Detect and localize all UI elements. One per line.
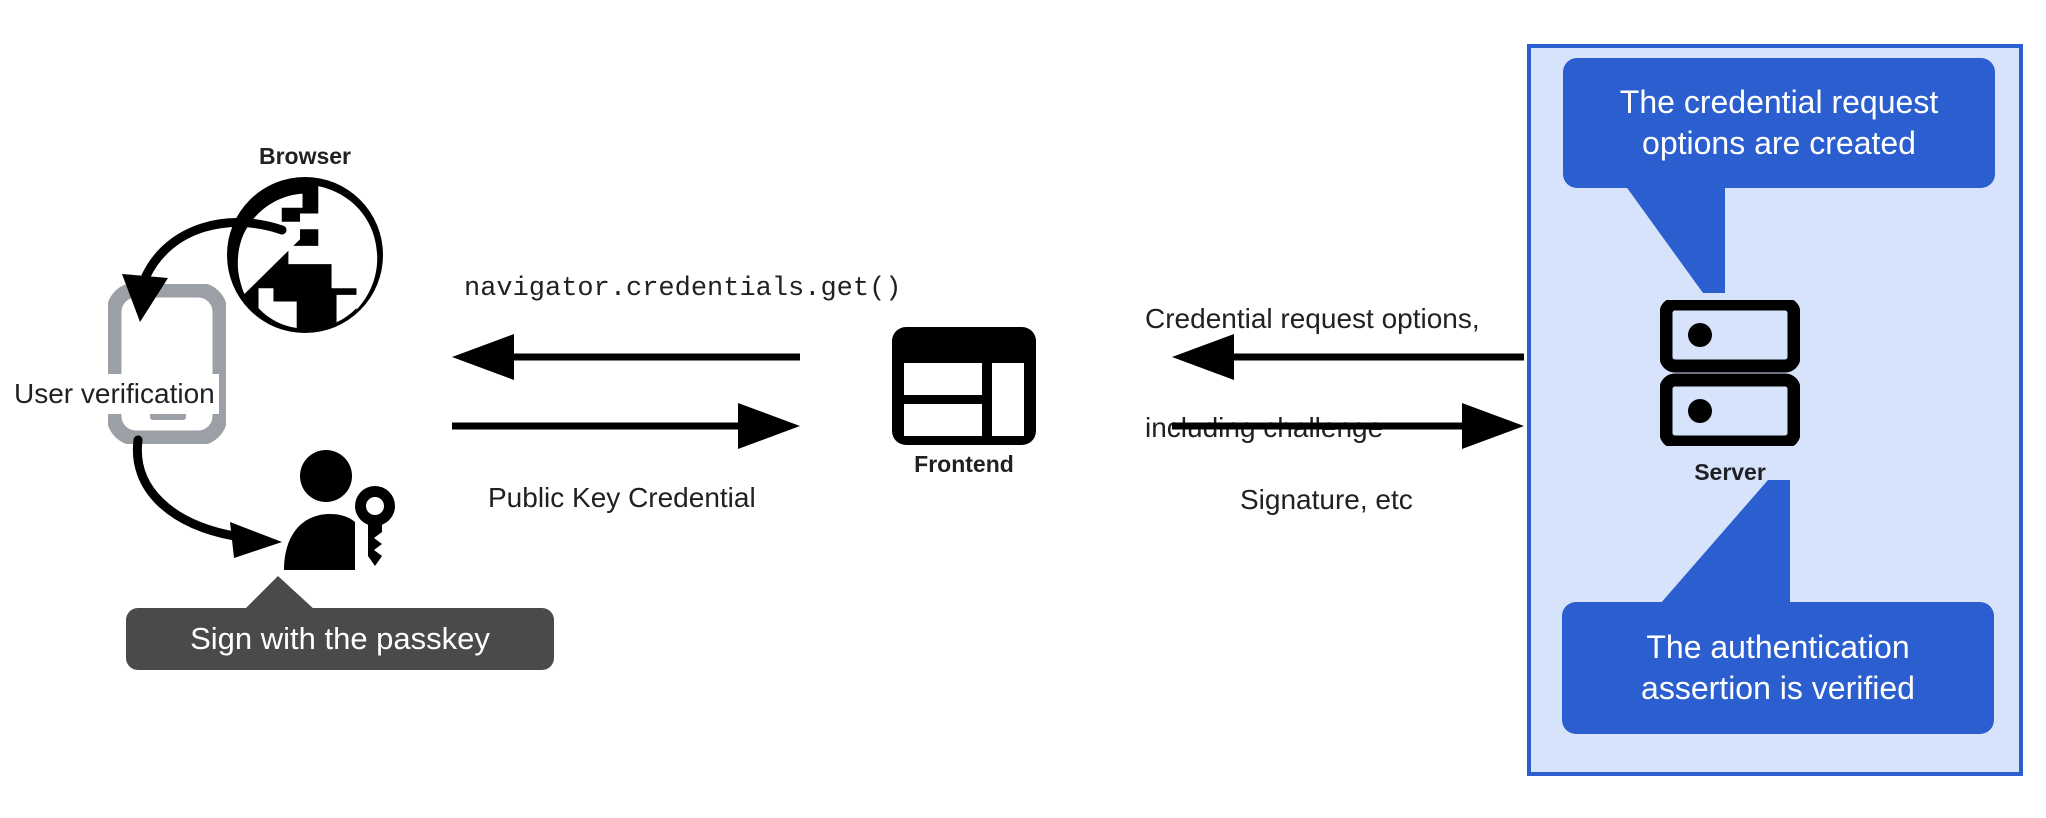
server-bubble-top: The credential request options are creat…	[1563, 58, 1995, 188]
arrow-server-to-frontend	[1172, 334, 1524, 380]
server-bubble-bottom-tail	[1660, 480, 1790, 604]
server-bubble-top-line1: The credential request	[1619, 84, 1939, 121]
arrow-frontend-to-server	[1172, 403, 1524, 449]
arrow-browser-to-device	[122, 218, 287, 322]
arrow-browser-to-frontend	[452, 403, 800, 449]
arrow-frontend-to-browser	[452, 334, 800, 380]
navigator-get-label: navigator.credentials.get()	[464, 274, 902, 304]
passkey-callout-text: Sign with the passkey	[190, 621, 490, 656]
server-bubble-bottom-line2: assertion is verified	[1641, 670, 1915, 706]
globe-icon	[222, 172, 388, 338]
server-label: Server	[1694, 459, 1766, 485]
browser-label: Browser	[258, 143, 352, 169]
server-bubble-top-line2: options are created	[1642, 125, 1916, 161]
passkey-callout: Sign with the passkey	[126, 608, 554, 670]
server-icon	[1659, 297, 1801, 449]
person-with-key-icon	[278, 448, 408, 578]
frontend-label: Frontend	[914, 451, 1014, 477]
signature-etc-label: Signature, etc	[1240, 484, 1413, 515]
credential-request-options-line1: Credential request options,	[1145, 302, 1480, 334]
public-key-credential-label: Public Key Credential	[488, 482, 756, 513]
arrow-device-to-user	[132, 435, 282, 558]
frontend-icon	[890, 325, 1038, 447]
server-bubble-bottom: The authentication assertion is verified	[1562, 602, 1994, 734]
user-verification-label: User verification	[10, 374, 219, 415]
server-bubble-bottom-line1: The authentication	[1646, 629, 1910, 666]
server-bubble-top-tail	[1625, 185, 1725, 293]
